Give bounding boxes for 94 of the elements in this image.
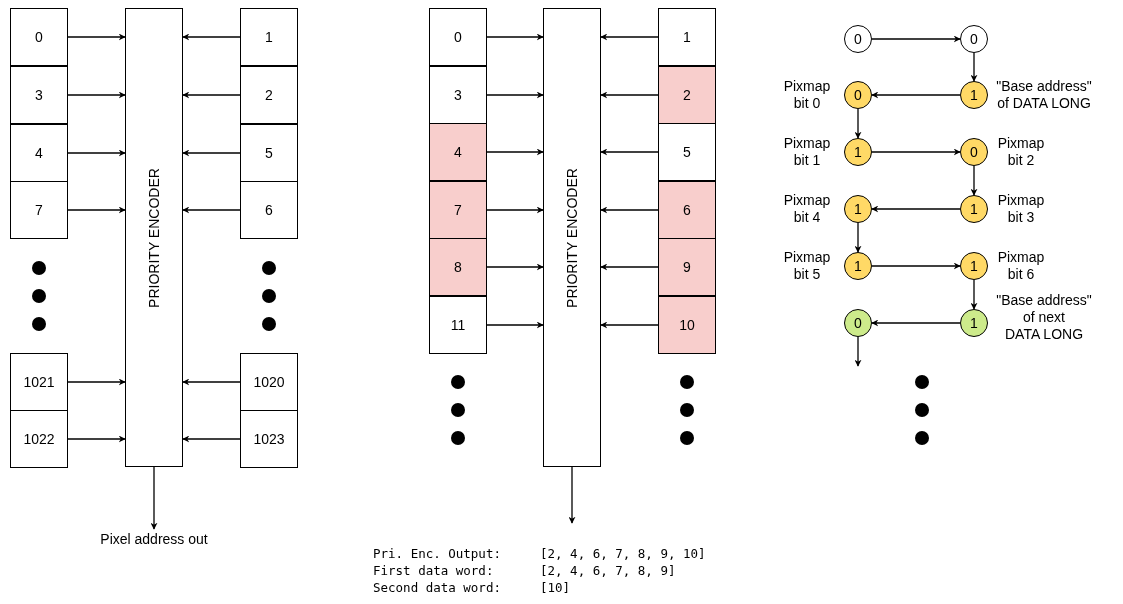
bit-circle: 1 xyxy=(960,195,988,223)
bit-circle: 1 xyxy=(960,252,988,280)
memory-cell: 11 xyxy=(429,296,487,354)
memory-cell: 2 xyxy=(240,66,298,124)
code-text: Pri. Enc. Output: xyxy=(373,546,501,561)
arrow xyxy=(600,321,659,329)
arrow xyxy=(970,165,978,196)
bit-circle: 1 xyxy=(844,252,872,280)
code-text: [10] xyxy=(540,580,571,595)
arrow xyxy=(600,148,659,156)
arrow xyxy=(486,91,544,99)
memory-cell: 1023 xyxy=(240,410,298,468)
memory-cell: 6 xyxy=(658,181,716,239)
arrow xyxy=(854,108,862,139)
arrow xyxy=(854,336,862,367)
arrow xyxy=(67,206,126,214)
arrow xyxy=(871,91,961,99)
arrow xyxy=(486,263,544,271)
memory-cell: 1020 xyxy=(240,353,298,411)
node-caption: Pixmap bit 2 xyxy=(996,135,1046,169)
arrow xyxy=(67,435,126,443)
arrow xyxy=(871,35,961,43)
arrow xyxy=(854,222,862,253)
arrow xyxy=(67,378,126,386)
memory-cell: 3 xyxy=(429,66,487,124)
arrow xyxy=(970,279,978,310)
node-caption: Pixmap bit 1 xyxy=(782,135,832,169)
encoder-label: PRIORITY ENCODER xyxy=(146,167,162,308)
arrow xyxy=(182,206,241,214)
arrow xyxy=(486,148,544,156)
code-text: Second data word: xyxy=(373,580,501,595)
arrow xyxy=(150,466,158,530)
arrow xyxy=(568,466,576,524)
bit-circle: 0 xyxy=(844,81,872,109)
memory-cell: 7 xyxy=(429,181,487,239)
memory-cell: 1 xyxy=(658,8,716,66)
output-label: Pixel address out xyxy=(74,529,234,549)
memory-cell: 4 xyxy=(429,123,487,181)
bit-circle: 1 xyxy=(960,309,988,337)
memory-cell: 4 xyxy=(10,124,68,182)
memory-cell: 0 xyxy=(429,8,487,66)
arrow xyxy=(871,262,961,270)
memory-cell: 5 xyxy=(240,124,298,182)
arrow xyxy=(600,206,659,214)
arrow xyxy=(600,33,659,41)
node-caption: "Base address" of next DATA LONG xyxy=(995,291,1093,343)
memory-cell: 6 xyxy=(240,181,298,239)
node-caption: "Base address" of DATA LONG xyxy=(995,78,1093,112)
memory-cell: 1022 xyxy=(10,410,68,468)
arrow xyxy=(182,33,241,41)
arrow xyxy=(67,91,126,99)
bit-circle: 0 xyxy=(960,138,988,166)
bit-circle: 0 xyxy=(844,309,872,337)
arrow xyxy=(486,321,544,329)
bit-circle: 0 xyxy=(844,25,872,53)
arrow xyxy=(182,149,241,157)
memory-cell: 5 xyxy=(658,123,716,181)
memory-cell: 1 xyxy=(240,8,298,66)
memory-cell: 9 xyxy=(658,238,716,296)
encoder-block xyxy=(543,8,601,467)
memory-cell: 0 xyxy=(10,8,68,66)
arrow xyxy=(67,149,126,157)
arrow xyxy=(486,206,544,214)
bit-circle: 1 xyxy=(960,81,988,109)
node-caption: Pixmap bit 5 xyxy=(782,249,832,283)
encoder-block xyxy=(125,8,183,467)
arrow xyxy=(600,91,659,99)
memory-cell: 1021 xyxy=(10,353,68,411)
memory-cell: 3 xyxy=(10,66,68,124)
node-caption: Pixmap bit 3 xyxy=(996,192,1046,226)
memory-cell: 2 xyxy=(658,66,716,124)
bit-circle: 0 xyxy=(960,25,988,53)
memory-cell: 7 xyxy=(10,181,68,239)
arrow xyxy=(67,33,126,41)
arrow xyxy=(871,205,961,213)
arrow xyxy=(871,319,961,327)
node-caption: Pixmap bit 4 xyxy=(782,192,832,226)
arrow xyxy=(970,52,978,82)
bit-circle: 1 xyxy=(844,138,872,166)
memory-cell: 10 xyxy=(658,296,716,354)
arrow xyxy=(182,435,241,443)
arrow xyxy=(600,263,659,271)
arrow xyxy=(871,148,961,156)
memory-cell: 8 xyxy=(429,238,487,296)
arrow xyxy=(182,378,241,386)
node-caption: Pixmap bit 6 xyxy=(996,249,1046,283)
encoder-label: PRIORITY ENCODER xyxy=(564,167,580,308)
arrow xyxy=(182,91,241,99)
arrow xyxy=(486,33,544,41)
code-text: [2, 4, 6, 7, 8, 9, 10] xyxy=(540,546,706,561)
code-text: [2, 4, 6, 7, 8, 9] xyxy=(540,563,676,578)
node-caption: Pixmap bit 0 xyxy=(782,78,832,112)
code-text: First data word: xyxy=(373,563,494,578)
bit-circle: 1 xyxy=(844,195,872,223)
